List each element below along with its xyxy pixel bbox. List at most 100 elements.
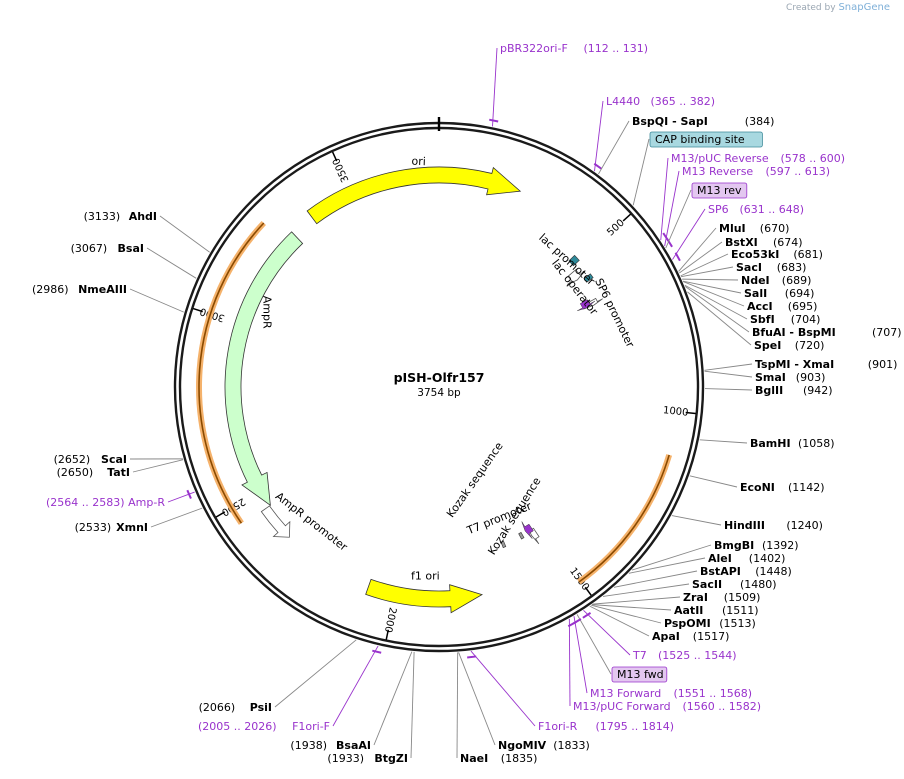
label-pspomi: PspOMI bbox=[664, 617, 711, 630]
site-naei: NaeI(1835) bbox=[460, 752, 537, 765]
primer-mark-f1ori-r bbox=[467, 655, 477, 659]
label-m13-rev: M13 rev bbox=[697, 184, 742, 197]
label-mlui: MluI bbox=[719, 222, 746, 235]
site-bsaai: (1938)BsaAI bbox=[290, 739, 371, 752]
range-pbr322ori-f: (112 .. 131) bbox=[584, 42, 649, 55]
label-bspqi-sapi: BspQI - SapI bbox=[632, 115, 708, 128]
site-scai: (2652)ScaI bbox=[54, 453, 127, 466]
range-smai: (903) bbox=[796, 371, 826, 384]
label-bsaai: BsaAI bbox=[336, 739, 371, 752]
leader-m13-puc-forward bbox=[568, 618, 571, 707]
leader-smai bbox=[704, 370, 753, 378]
primer-mark-pbr322ori-f bbox=[489, 118, 499, 123]
label-tspmi-xmai: TspMI - XmaI bbox=[755, 358, 834, 371]
label-spei: SpeI bbox=[754, 339, 781, 352]
label-ampr-promoter: AmpR promoter bbox=[273, 490, 350, 554]
range-apai: (1517) bbox=[693, 630, 730, 643]
site-sp6: SP6(631 .. 648) bbox=[708, 203, 804, 216]
range-spei: (720) bbox=[795, 339, 825, 352]
leader-f1ori-r bbox=[470, 650, 536, 727]
leader-bspqi-sapi bbox=[598, 120, 630, 175]
site-m13-fwd: M13 fwd bbox=[611, 666, 668, 683]
range-scai: (2652) bbox=[54, 453, 91, 466]
leader-hindiii bbox=[671, 515, 722, 526]
range-l4440: (365 .. 382) bbox=[651, 95, 716, 108]
leader-bstapi bbox=[613, 570, 698, 588]
label-bstapi: BstAPI bbox=[700, 565, 741, 578]
label-naei: NaeI bbox=[460, 752, 488, 765]
feature-ori bbox=[306, 166, 522, 225]
label-acci: AccI bbox=[747, 300, 773, 313]
range-ahdi: (3133) bbox=[84, 210, 121, 223]
label-eco53ki: Eco53kI bbox=[731, 248, 779, 261]
label-m13-reverse: M13 Reverse bbox=[682, 165, 753, 178]
range-ndei: (689) bbox=[782, 274, 812, 287]
label-f1-ori: f1 ori bbox=[411, 570, 440, 583]
range-sbfi: (704) bbox=[791, 313, 821, 326]
range-m13-reverse: (597 .. 613) bbox=[766, 165, 831, 178]
leader-sali bbox=[682, 280, 742, 294]
range-acci: (695) bbox=[788, 300, 818, 313]
feature-lac-operator bbox=[583, 273, 594, 283]
label-ndei: NdeI bbox=[741, 274, 770, 287]
feature-kozak-2 bbox=[500, 540, 507, 549]
feature-kozak-1 bbox=[518, 532, 525, 540]
range-bfuai-bspmi: (707) bbox=[872, 326, 902, 339]
leader-lines bbox=[129, 47, 753, 759]
leader-econi bbox=[689, 475, 738, 488]
leader-zrai bbox=[592, 596, 681, 605]
label-l4440: L4440 bbox=[606, 95, 640, 108]
label-m13-puc-reverse: M13/pUC Reverse bbox=[671, 152, 769, 165]
range-mlui: (670) bbox=[760, 222, 790, 235]
site-sali: SalI(694) bbox=[744, 287, 814, 300]
primer-mark-t7 bbox=[582, 612, 592, 619]
feature-cap-site bbox=[568, 254, 580, 267]
label-nmeaiii: NmeAIII bbox=[78, 283, 127, 296]
site-ndei: NdeI (689) bbox=[741, 274, 811, 287]
leader-tati bbox=[132, 459, 184, 473]
leader-m13-puc-reverse bbox=[660, 157, 669, 241]
label-ngomiv: NgoMIV bbox=[498, 739, 547, 752]
feature-ampr-promoter bbox=[260, 505, 291, 538]
site-bfuai-bspmi: BfuAI - BspMI (707) bbox=[752, 326, 902, 339]
site-bstapi: BstAPI(1448) bbox=[700, 565, 792, 578]
leader-m13-rev bbox=[665, 189, 692, 249]
t7-purple bbox=[521, 521, 534, 539]
plasmid-size: 3754 bp bbox=[417, 387, 461, 399]
label-psii: PsiI bbox=[250, 701, 272, 714]
site-bglii: BglII(942) bbox=[755, 384, 833, 397]
leader-sacii bbox=[602, 583, 690, 597]
label-bfuai-bspmi: BfuAI - BspMI bbox=[752, 326, 836, 339]
site-m13-forward: M13 Forward(1551 .. 1568) bbox=[590, 687, 752, 700]
range-xmni: (2533) bbox=[75, 521, 112, 534]
leader-ahdi bbox=[159, 215, 210, 253]
leader-l4440 bbox=[594, 100, 604, 172]
site-alei: AleI(1402) bbox=[708, 552, 785, 565]
range-bglii: (942) bbox=[803, 384, 833, 397]
range-psii: (2066) bbox=[199, 701, 236, 714]
leader-alei bbox=[628, 557, 706, 574]
range-saci: (683) bbox=[777, 261, 807, 274]
site-labels: pBR322ori-F(112 .. 131) L4440 (365 .. 382)… bbox=[32, 42, 902, 765]
leader-mlui bbox=[678, 227, 717, 272]
range-bmgbi: (1392) bbox=[762, 539, 799, 552]
range-zrai: (1509) bbox=[724, 591, 761, 604]
brand-name: SnapGene bbox=[838, 2, 890, 13]
site-m13-puc-reverse: M13/pUC Reverse(578 .. 600) bbox=[671, 152, 845, 165]
feature-f1-ori bbox=[365, 578, 483, 614]
range-bspqi-sapi: (384) bbox=[745, 115, 775, 128]
site-m13-reverse: M13 Reverse (597 .. 613) bbox=[682, 165, 830, 178]
tick-500 bbox=[622, 213, 632, 222]
label-btgzi: BtgZI bbox=[374, 752, 408, 765]
site-tspmi-xmai: TspMI - XmaI(901) bbox=[755, 358, 897, 371]
site-spei: SpeI (720) bbox=[754, 339, 824, 352]
site-pbr322ori-f: pBR322ori-F(112 .. 131) bbox=[500, 42, 648, 55]
label-alei: AleI bbox=[708, 552, 732, 565]
leader-btgzi bbox=[410, 651, 415, 759]
label-t7: T7 bbox=[632, 649, 647, 662]
leader-xmni bbox=[150, 507, 203, 528]
label-amp-r: Amp-R bbox=[128, 496, 165, 509]
label-f1ori-r: F1ori-R bbox=[538, 720, 578, 733]
plasmid-name: pISH-Olfr157 bbox=[394, 370, 485, 385]
leader-amp-r bbox=[167, 491, 195, 503]
